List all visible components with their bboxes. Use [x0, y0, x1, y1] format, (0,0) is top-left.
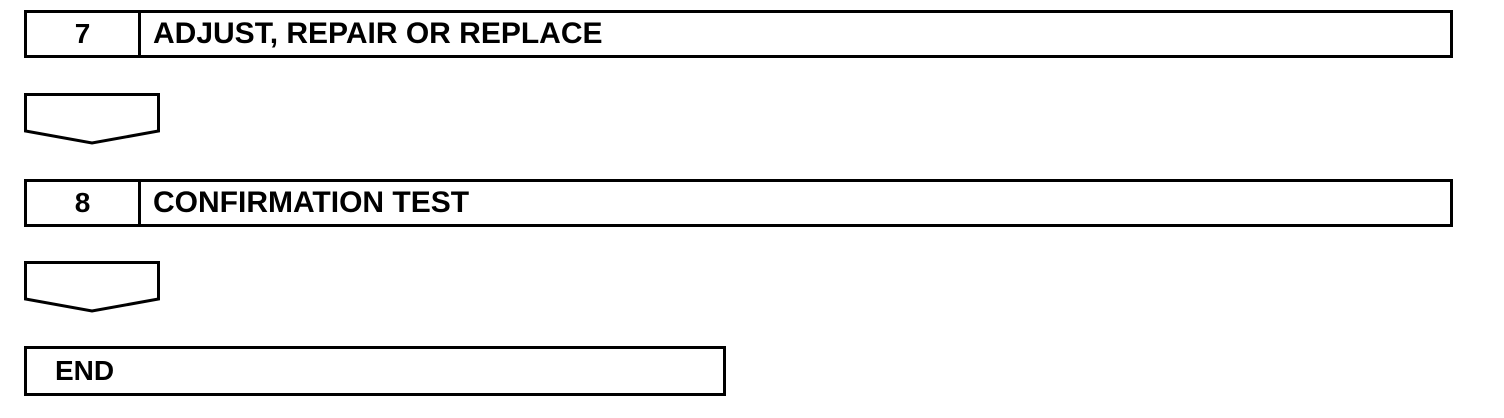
end-box: END [24, 346, 726, 396]
step-number: 7 [27, 13, 141, 55]
step-title: CONFIRMATION TEST [153, 186, 470, 219]
flow-arrow-down-icon [24, 93, 160, 145]
step-box-7: 7 ADJUST, REPAIR OR REPLACE [24, 10, 1453, 58]
step-box-8: 8 CONFIRMATION TEST [24, 179, 1453, 227]
step-number: 8 [27, 182, 141, 224]
flow-arrow-down-icon [24, 261, 160, 313]
step-title: ADJUST, REPAIR OR REPLACE [153, 17, 603, 50]
